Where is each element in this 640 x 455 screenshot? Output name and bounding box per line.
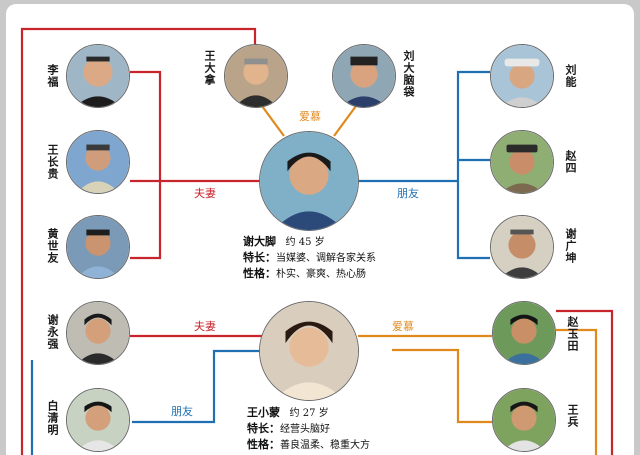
personality-wangxiaomeng: 善良温柔、稳重大方 (280, 440, 370, 451)
avatar-xieyongqiang (66, 301, 130, 365)
specialty-label-wangxiaomeng: 特长： (247, 422, 280, 435)
name-wangchanggui: 王长贵 (46, 144, 59, 180)
name-wangxiaomeng: 王小蒙 (247, 406, 280, 419)
label-admire-top: 爱慕 (299, 110, 321, 123)
label-admire-bottom: 爱慕 (392, 320, 414, 333)
name-liuneng: 刘能 (564, 64, 577, 88)
name-xiedajiao: 谢大脚 (243, 235, 276, 248)
avatar-wangdana (224, 44, 288, 108)
info-wangxiaomeng: 王小蒙 约 27 岁 特长：经营头脑好 性格：善良温柔、稳重大方 (247, 405, 370, 453)
label-friend-bottom: 朋友 (171, 405, 193, 418)
specialty-xiedajiao: 当媒婆、调解各家关系 (276, 253, 376, 264)
line-spouse-right (556, 309, 614, 455)
line-admire-top-left (261, 105, 285, 137)
line-spouse-top (20, 27, 257, 455)
line-friend-branch (456, 70, 490, 260)
line-admire-top-right (333, 105, 357, 137)
specialty-wangxiaomeng: 经营头脑好 (280, 424, 330, 435)
name-wangdana: 王大拿 (203, 50, 216, 86)
line-admire-right (556, 328, 598, 455)
name-wangbing: 王兵 (566, 404, 579, 428)
name-liudanaodai: 刘大脑袋 (402, 50, 415, 98)
name-lifu: 李福 (46, 64, 59, 88)
name-zhaoyutian: 赵玉田 (566, 316, 579, 352)
avatar-zhaoyutian (492, 301, 556, 365)
line-friend-bottom (132, 349, 262, 424)
name-huangshiyou: 黄世友 (46, 228, 59, 264)
name-baiqingming: 白清明 (46, 400, 59, 436)
avatar-baiqingming (66, 388, 130, 452)
name-xieyongqiang: 谢永强 (46, 314, 59, 350)
label-spouse-bottom: 夫妻 (194, 320, 216, 333)
personality-xiedajiao: 朴实、豪爽、热心肠 (276, 269, 366, 280)
age-wangxiaomeng: 约 27 岁 (289, 408, 329, 419)
avatar-zhaosi (490, 130, 554, 194)
name-xieguangkun: 谢广坤 (564, 228, 577, 264)
avatar-wangbing (492, 388, 556, 452)
avatar-wangchanggui (66, 130, 130, 194)
name-zhaosi: 赵四 (564, 150, 577, 174)
specialty-label-xiedajiao: 特长： (243, 251, 276, 264)
avatar-xiedajiao (259, 131, 359, 231)
avatar-huangshiyou (66, 215, 130, 279)
line-admire-bottom-branch (392, 348, 492, 424)
personality-label-xiedajiao: 性格： (243, 267, 276, 280)
avatar-wangxiaomeng (259, 301, 359, 401)
age-xiedajiao: 约 45 岁 (285, 237, 325, 248)
line-spouse-branch (130, 70, 162, 260)
avatar-xieguangkun (490, 215, 554, 279)
label-spouse-top: 夫妻 (194, 187, 216, 200)
label-friend-top: 朋友 (397, 187, 419, 200)
personality-label-wangxiaomeng: 性格： (247, 438, 280, 451)
avatar-liuneng (490, 44, 554, 108)
avatar-lifu (66, 44, 130, 108)
info-xiedajiao: 谢大脚 约 45 岁 特长：当媒婆、调解各家关系 性格：朴实、豪爽、热心肠 (243, 234, 376, 282)
avatar-liudanaodai (332, 44, 396, 108)
